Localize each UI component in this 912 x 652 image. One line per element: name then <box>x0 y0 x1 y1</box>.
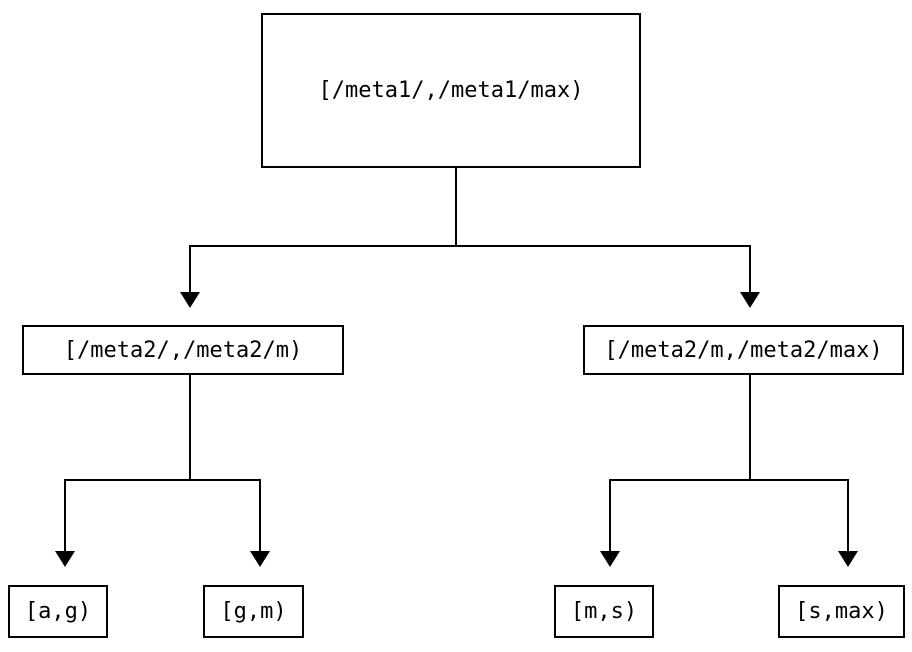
node-leaf-g-m: [g,m) <box>203 585 304 638</box>
edge-meta2-low-branch <box>64 479 261 551</box>
node-meta2-high-range: [/meta2/m,/meta2/max) <box>583 325 904 375</box>
arrowhead-to-leaf-g-m <box>250 551 270 567</box>
node-leaf-s-max-label: [s,max) <box>795 599 888 624</box>
node-meta2-low-range: [/meta2/,/meta2/m) <box>22 325 344 375</box>
arrowhead-to-meta2-low <box>180 292 200 308</box>
node-leaf-a-g-label: [a,g) <box>24 599 92 624</box>
node-meta2-low-range-label: [/meta2/,/meta2/m) <box>63 337 303 363</box>
node-leaf-g-m-label: [g,m) <box>220 599 287 624</box>
edge-root-branch <box>189 245 751 292</box>
node-leaf-s-max: [s,max) <box>778 585 905 638</box>
node-leaf-m-s: [m,s) <box>554 585 654 638</box>
arrowhead-to-leaf-m-s <box>600 551 620 567</box>
arrowhead-to-leaf-a-g <box>55 551 75 567</box>
arrowhead-to-meta2-high <box>740 292 760 308</box>
node-meta2-high-range-label: [/meta2/m,/meta2/max) <box>604 337 883 363</box>
node-leaf-m-s-label: [m,s) <box>570 599 638 624</box>
node-meta1-range-label: [/meta1/,/meta1/max) <box>318 78 584 103</box>
edge-meta2-high-branch <box>609 479 849 551</box>
node-leaf-a-g: [a,g) <box>8 585 108 638</box>
arrowhead-to-leaf-s-max <box>838 551 858 567</box>
node-meta1-range: [/meta1/,/meta1/max) <box>261 13 641 168</box>
